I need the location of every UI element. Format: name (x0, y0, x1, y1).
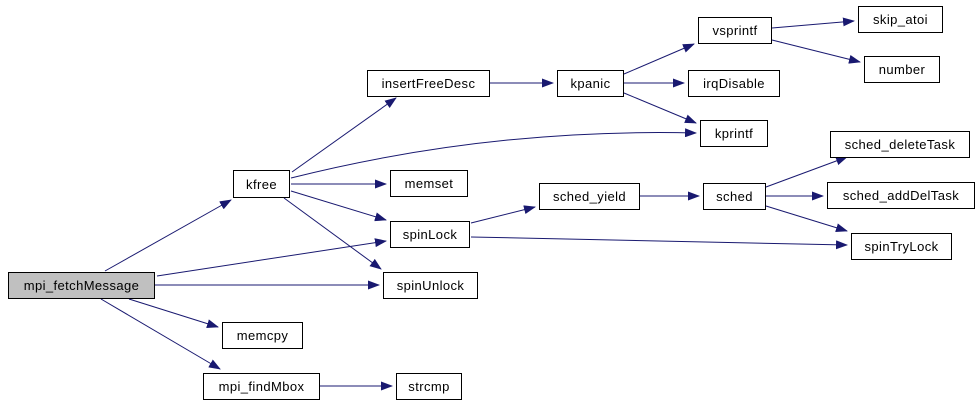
edge-sched-spinTryLock (765, 205, 848, 233)
node-memcpy[interactable]: memcpy (222, 322, 303, 349)
node-strcmp[interactable]: strcmp (396, 373, 462, 400)
edge-kfree-spinLock (290, 190, 387, 222)
node-insertFreeDesc[interactable]: insertFreeDesc (367, 70, 490, 97)
edge-kpanic-vsprintf (623, 43, 695, 75)
node-label-spinTryLock: spinTryLock (864, 239, 939, 254)
node-sched_yield[interactable]: sched_yield (539, 183, 640, 210)
node-label-kpanic: kpanic (570, 76, 611, 91)
node-label-sched: sched (716, 189, 753, 204)
node-sched[interactable]: sched (703, 183, 766, 210)
node-sched_deleteTask[interactable]: sched_deleteTask (830, 131, 970, 158)
node-label-spinLock: spinLock (402, 227, 458, 242)
edge-vsprintf-skip_atoi (771, 17, 855, 29)
edge-kfree-kprintf (290, 128, 697, 179)
node-label-skip_atoi: skip_atoi (873, 12, 928, 27)
node-label-number: number (878, 62, 926, 77)
node-skip_atoi[interactable]: skip_atoi (858, 6, 943, 33)
edge-mpi_fetchMessage-spinLock (156, 238, 387, 277)
node-label-sched_addDelTask: sched_addDelTask (842, 188, 960, 203)
node-sched_addDelTask[interactable]: sched_addDelTask (827, 182, 975, 209)
edge-sched-sched_deleteTask (765, 156, 848, 188)
edge-kpanic-kprintf (623, 92, 697, 124)
node-label-kfree: kfree (246, 176, 277, 192)
node-kpanic[interactable]: kpanic (557, 70, 624, 97)
node-kprintf[interactable]: kprintf (700, 120, 768, 147)
node-label-memcpy: memcpy (236, 328, 289, 343)
node-label-strcmp: strcmp (408, 379, 450, 394)
node-mpi_findMbox[interactable]: mpi_findMbox (203, 373, 320, 400)
node-label-irqDisable: irqDisable (703, 76, 765, 91)
node-label-memset: memset (404, 176, 454, 191)
edge-kfree-spinUnlock (283, 197, 382, 270)
edge-spinLock-sched_yield (470, 205, 536, 224)
node-spinLock[interactable]: spinLock (390, 221, 470, 248)
node-spinUnlock[interactable]: spinUnlock (383, 272, 478, 299)
edge-group (100, 17, 861, 391)
edge-mpi_fetchMessage-kfree (104, 199, 232, 272)
node-number[interactable]: number (864, 56, 940, 83)
edge-mpi_fetchMessage-mpi_findMbox (100, 298, 221, 370)
edge-vsprintf-number (771, 39, 861, 64)
edge-mpi_fetchMessage-memcpy (128, 298, 219, 328)
node-kfree[interactable]: kfree (233, 170, 290, 198)
node-label-mpi_fetchMessage: mpi_fetchMessage (23, 278, 140, 293)
node-label-vsprintf: vsprintf (712, 23, 758, 38)
node-vsprintf[interactable]: vsprintf (698, 17, 772, 44)
node-irqDisable[interactable]: irqDisable (688, 70, 780, 97)
edge-spinLock-spinTryLock (470, 236, 848, 250)
node-label-mpi_findMbox: mpi_findMbox (218, 379, 305, 394)
node-label-sched_deleteTask: sched_deleteTask (844, 137, 956, 152)
node-mpi_fetchMessage: mpi_fetchMessage (8, 272, 155, 299)
node-label-spinUnlock: spinUnlock (396, 278, 465, 293)
node-spinTryLock[interactable]: spinTryLock (851, 233, 952, 260)
node-label-kprintf: kprintf (714, 126, 754, 141)
node-memset[interactable]: memset (390, 170, 468, 197)
node-label-insertFreeDesc: insertFreeDesc (381, 76, 476, 91)
node-label-sched_yield: sched_yield (552, 189, 627, 204)
edge-kfree-insertFreeDesc (291, 97, 397, 173)
